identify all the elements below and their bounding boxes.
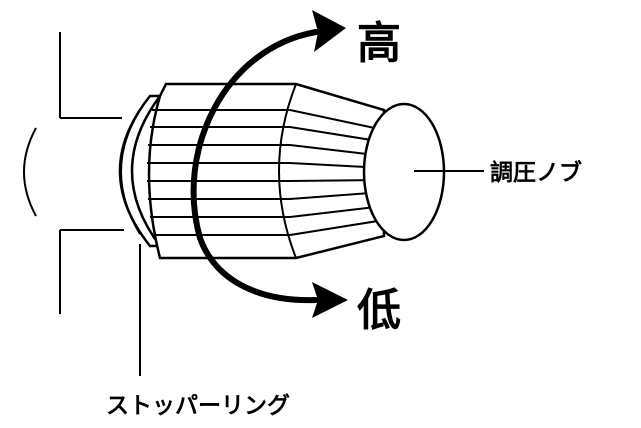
label-knob: 調圧ノブ xyxy=(490,159,582,186)
knob-body xyxy=(147,82,386,260)
housing-bracket xyxy=(23,32,124,314)
label-low: 低 xyxy=(357,285,401,336)
rotate-down-arrow-icon xyxy=(197,235,348,318)
rotate-up-arrow-icon xyxy=(190,10,346,241)
label-high: 高 xyxy=(357,18,401,69)
label-stopper-ring: ストッパーリング xyxy=(106,392,290,419)
